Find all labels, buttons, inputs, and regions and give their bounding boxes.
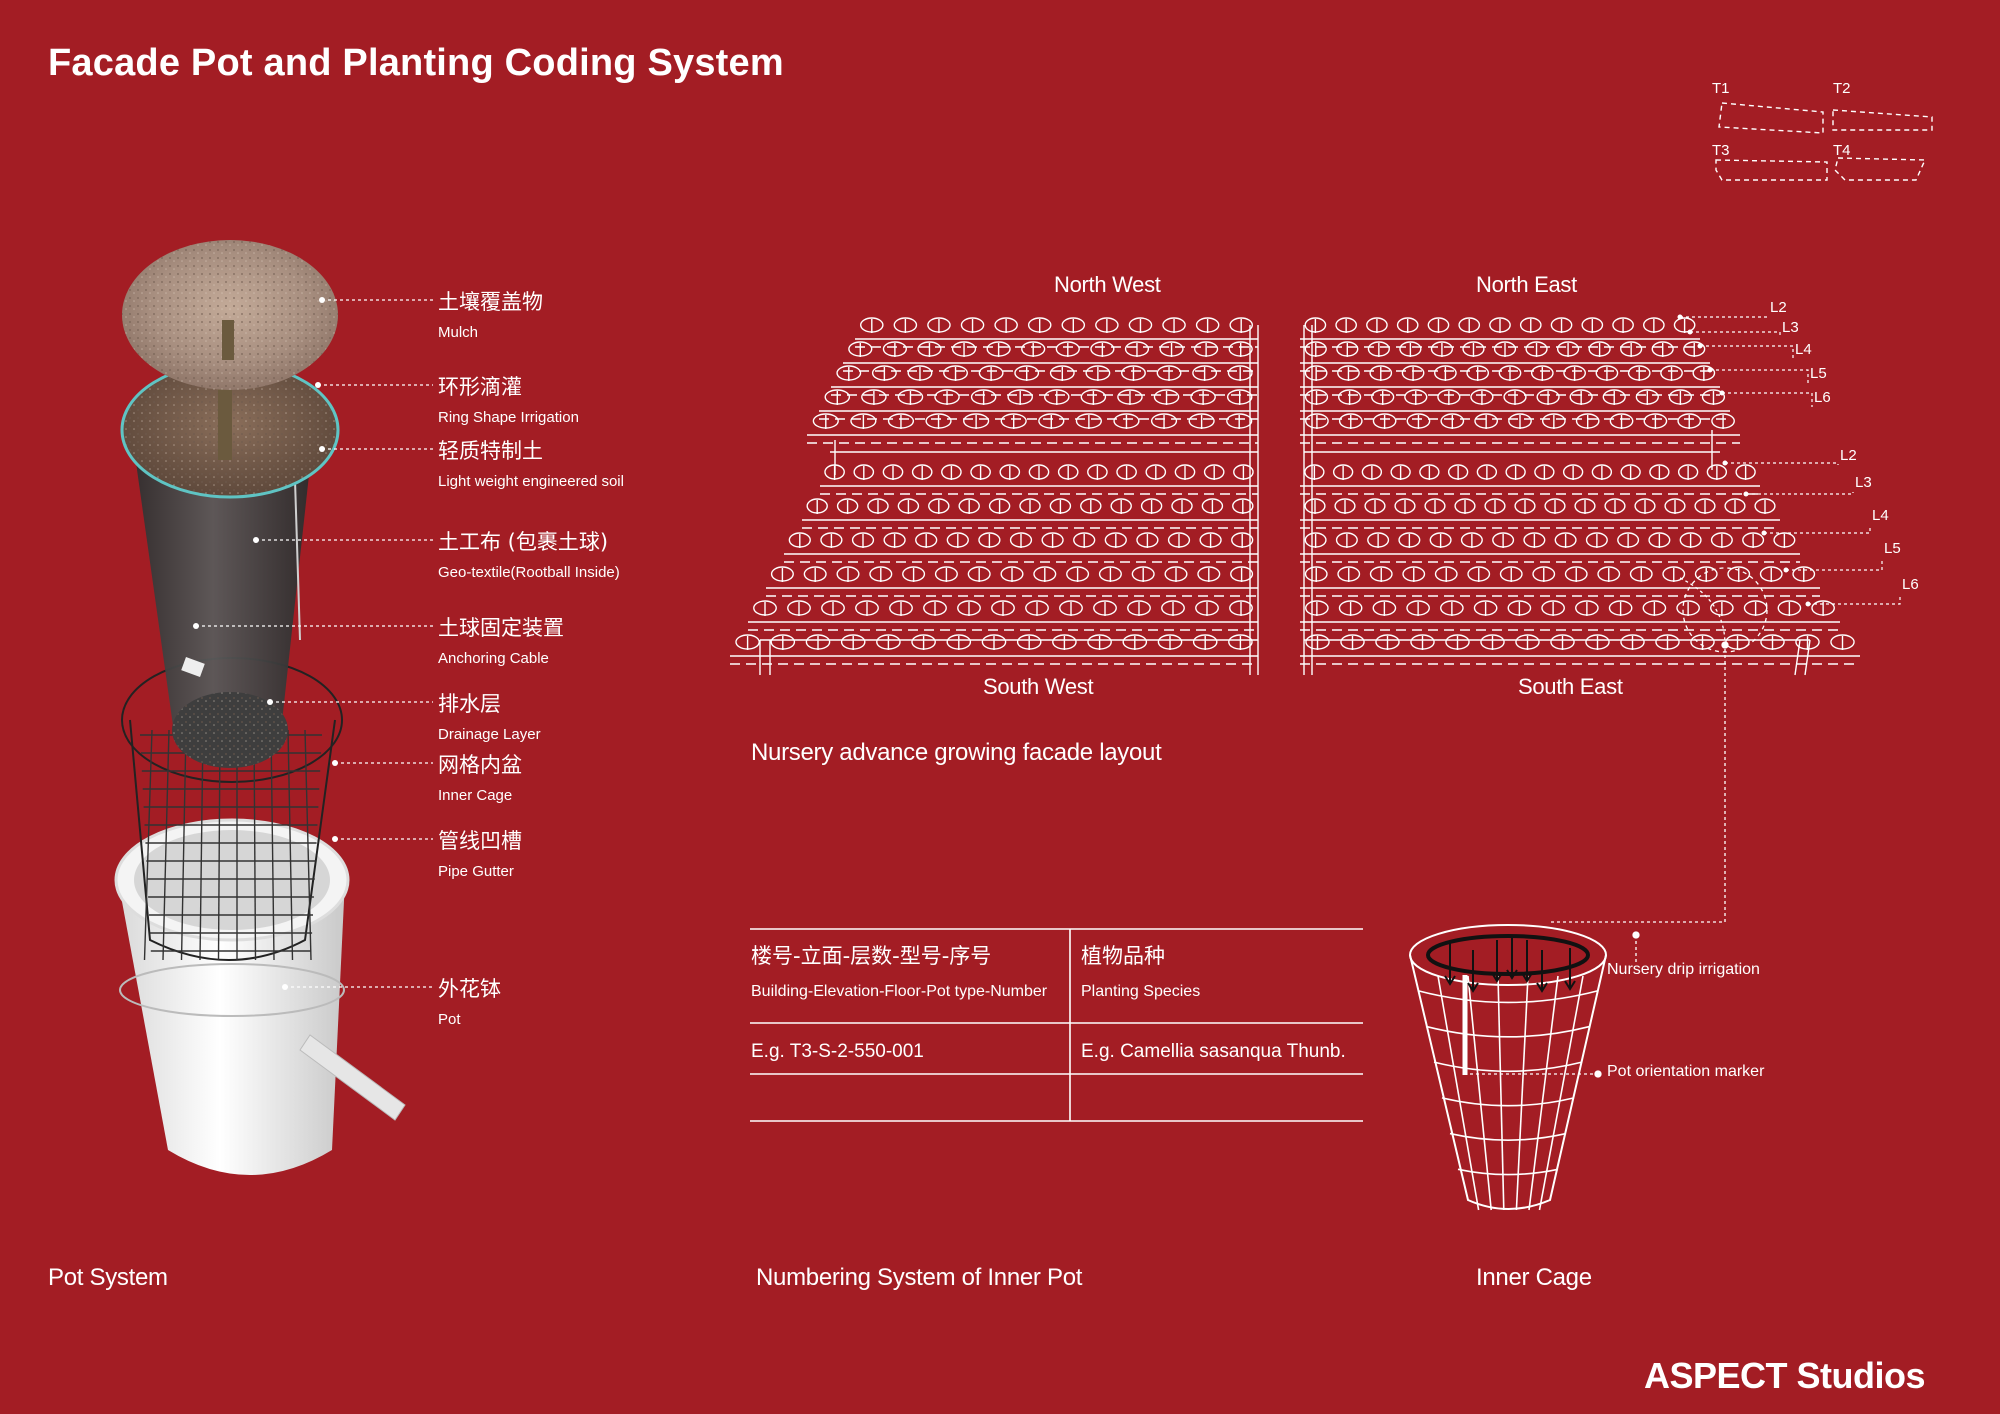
pot-label-cn: 土工布 (包裹土球) — [438, 530, 609, 554]
pot-type-t1: T1 — [1712, 80, 1730, 97]
pot-type-t3: T3 — [1712, 142, 1730, 159]
pot-label-en: Light weight engineered soil — [438, 473, 624, 490]
pot-label-en: Pot — [438, 1011, 461, 1028]
table-header-species-cn: 植物品种 — [1081, 944, 1165, 968]
pot-label-2: 轻质特制土 Light weight engineered soil — [438, 435, 624, 490]
pot-label-3: 土工布 (包裹土球) Geo-textile(Rootball Inside) — [438, 526, 620, 581]
pot-label-4: 土球固定装置 Anchoring Cable — [438, 612, 564, 667]
level-label-lower-1: L3 — [1855, 474, 1872, 491]
pot-label-cn: 管线凹槽 — [438, 829, 522, 853]
pot-label-8: 外花钵 Pot — [438, 973, 501, 1028]
label-south-east: South East — [1518, 674, 1623, 699]
pot-label-1: 环形滴灌 Ring Shape Irrigation — [438, 371, 579, 426]
level-label-upper-4: L6 — [1814, 389, 1831, 406]
pot-label-en: Drainage Layer — [438, 726, 541, 743]
caption-pot-system: Pot System — [48, 1264, 168, 1291]
pot-system-illustration — [114, 240, 406, 1175]
page-title: Facade Pot and Planting Coding System — [48, 42, 784, 84]
level-label-upper-1: L3 — [1782, 319, 1799, 336]
pot-label-6: 网格内盆 Inner Cage — [438, 749, 522, 804]
pot-label-cn: 轻质特制土 — [438, 439, 543, 463]
pot-type-t4: T4 — [1833, 142, 1851, 159]
pot-label-en: Ring Shape Irrigation — [438, 409, 579, 426]
label-south-west: South West — [983, 674, 1094, 699]
pot-label-cn: 外花钵 — [438, 977, 501, 1001]
facade-layout-drawing — [730, 317, 1860, 676]
level-label-lower-3: L5 — [1884, 540, 1901, 557]
level-label-lower-2: L4 — [1872, 507, 1889, 524]
pot-label-en: Pipe Gutter — [438, 863, 514, 880]
table-cell-species-example: E.g. Camellia sasanqua Thunb. — [1081, 1041, 1346, 1062]
pot-label-en: Inner Cage — [438, 787, 513, 804]
label-north-west: North West — [1054, 272, 1161, 297]
pot-label-cn: 土壤覆盖物 — [438, 290, 543, 314]
pot-label-en: Geo-textile(Rootball Inside) — [438, 564, 620, 581]
label-north-east: North East — [1476, 272, 1577, 297]
level-label-upper-0: L2 — [1770, 299, 1787, 316]
pot-type-outlines — [1715, 102, 1933, 181]
pot-label-cn: 排水层 — [438, 692, 501, 716]
pot-label-en: Mulch — [438, 324, 479, 341]
inner-cage-cone — [1409, 924, 1607, 1211]
pot-label-cn: 环形滴灌 — [438, 375, 522, 399]
table-cell-code-example: E.g. T3-S-2-550-001 — [751, 1041, 924, 1062]
label-drip-irrigation: Nursery drip irrigation — [1607, 961, 1760, 978]
pot-label-cn: 土球固定装置 — [438, 616, 564, 640]
pot-label-0: 土壤覆盖物 Mulch — [438, 286, 543, 341]
pot-label-7: 管线凹槽 Pipe Gutter — [438, 825, 522, 880]
pot-label-en: Anchoring Cable — [438, 650, 549, 667]
level-label-upper-3: L5 — [1810, 365, 1827, 382]
pot-label-5: 排水层 Drainage Layer — [438, 688, 541, 743]
caption-numbering-system: Numbering System of Inner Pot — [756, 1264, 1083, 1291]
table-header-code-cn: 楼号-立面-层数-型号-序号 — [751, 944, 992, 968]
table-header-species-en: Planting Species — [1081, 983, 1201, 1000]
numbering-table-grid — [750, 928, 1363, 1122]
table-header-code-en: Building-Elevation-Floor-Pot type-Number — [751, 983, 1048, 1000]
facade-caption: Nursery advance growing facade layout — [751, 739, 1162, 766]
label-orientation-marker: Pot orientation marker — [1607, 1063, 1765, 1080]
caption-inner-cage: Inner Cage — [1476, 1264, 1592, 1291]
level-label-upper-2: L4 — [1795, 341, 1812, 358]
pot-type-t2: T2 — [1833, 80, 1851, 97]
level-label-lower-0: L2 — [1840, 447, 1857, 464]
level-label-lower-4: L6 — [1902, 576, 1919, 593]
pot-label-cn: 网格内盆 — [438, 753, 522, 777]
brand-logo-text: ASPECT Studios — [1643, 1355, 1926, 1396]
